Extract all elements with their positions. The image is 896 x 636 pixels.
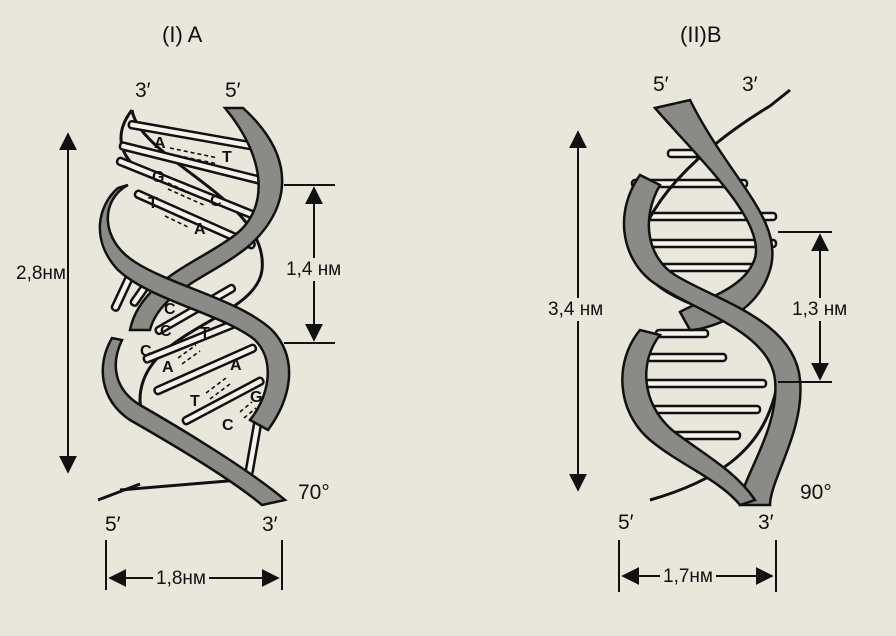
a-form-bottom-right-end: 3′	[262, 513, 278, 536]
base-label: G	[152, 169, 165, 186]
a-form-width-label: 1,8нм	[153, 568, 209, 589]
b-form-helix	[621, 88, 802, 507]
b-form-height-label: 3,4 нм	[548, 298, 604, 321]
b-form-pitch-label: 1,3 нм	[792, 298, 848, 321]
base-label: C	[140, 343, 152, 360]
a-form-helix	[97, 106, 291, 507]
a-form-height-label: 2,8нм	[16, 262, 66, 285]
base-label: A	[230, 357, 242, 374]
base-label: A	[162, 359, 174, 376]
b-form-title: (II)B	[680, 22, 722, 47]
base-label: G	[250, 389, 263, 406]
a-form-top-left-end: 3′	[135, 79, 151, 102]
a-form-top-right-end: 5′	[225, 79, 241, 102]
base-label: T	[200, 325, 210, 342]
b-form-top-left-end: 5′	[653, 73, 669, 96]
a-form-pitch-label: 1,4 нм	[286, 258, 342, 281]
b-form-top-right-end: 3′	[742, 73, 758, 96]
base-label: C	[222, 417, 234, 434]
a-form-bottom-left-end: 5′	[105, 513, 121, 536]
base-label: A	[154, 135, 166, 152]
a-form-angle-label: 70°	[298, 481, 330, 504]
b-form-bottom-left-end: 5′	[618, 511, 634, 534]
b-form-ribbon-strand	[652, 98, 774, 332]
a-form-ribbon-strand	[128, 106, 284, 332]
base-label: C	[164, 301, 176, 318]
base-label: T	[222, 149, 232, 166]
b-form-angle-label: 90°	[800, 481, 832, 504]
b-form-width-label: 1,7нм	[660, 566, 716, 587]
a-form-title: (I) A	[162, 22, 203, 47]
base-label: C	[160, 323, 172, 340]
base-label: C	[210, 193, 222, 210]
base-label: A	[194, 221, 206, 238]
b-form-bottom-right-end: 3′	[758, 511, 774, 534]
base-label: T	[190, 393, 200, 410]
base-label: T	[148, 195, 158, 212]
